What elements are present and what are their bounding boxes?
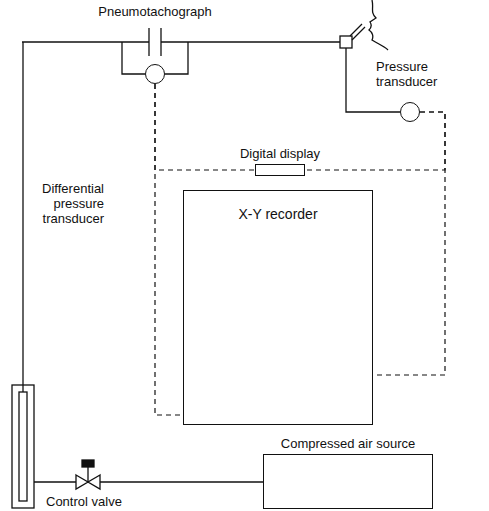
- node-label: Pressure transducer: [376, 59, 452, 89]
- signal-wire: [373, 112, 445, 375]
- valve-stem: [87, 467, 88, 482]
- pressure-tap: [165, 42, 188, 74]
- part-label: Control valve: [46, 494, 122, 509]
- pneumotach-plate: [148, 28, 149, 56]
- tube: [22, 42, 23, 392]
- pneumotach-plate: [160, 28, 161, 56]
- node-label: Digital display: [240, 146, 320, 161]
- pressure-tap: [122, 42, 145, 74]
- valve-body: [88, 475, 100, 489]
- tube: [22, 41, 149, 42]
- node-label: Differential pressure transducer: [16, 181, 104, 226]
- instrument-box: Compressed air source: [263, 454, 433, 509]
- flowmeter: [12, 385, 34, 508]
- tube: [34, 481, 76, 482]
- transducer-circle: Differential pressure transducer: [145, 64, 165, 84]
- signal-wire: [155, 84, 183, 415]
- transducer-circle: Pressure transducer: [400, 102, 420, 122]
- signal-wire: [305, 112, 445, 170]
- junction-box: [340, 36, 352, 48]
- mouthpiece: [350, 24, 362, 36]
- valve-handle: [82, 460, 94, 467]
- flowmeter-tube: [19, 392, 27, 501]
- node-label: X-Y recorder: [184, 207, 372, 222]
- part-label: Pneumotachograph: [98, 4, 211, 19]
- valve-body: [76, 475, 88, 489]
- node-label: Compressed air source: [281, 436, 415, 451]
- instrument-box: Digital display: [255, 164, 305, 176]
- tube: [100, 481, 263, 482]
- instrument-box: X-Y recorder: [183, 190, 373, 425]
- mouthpiece: [352, 27, 365, 40]
- face-profile: [369, 0, 388, 50]
